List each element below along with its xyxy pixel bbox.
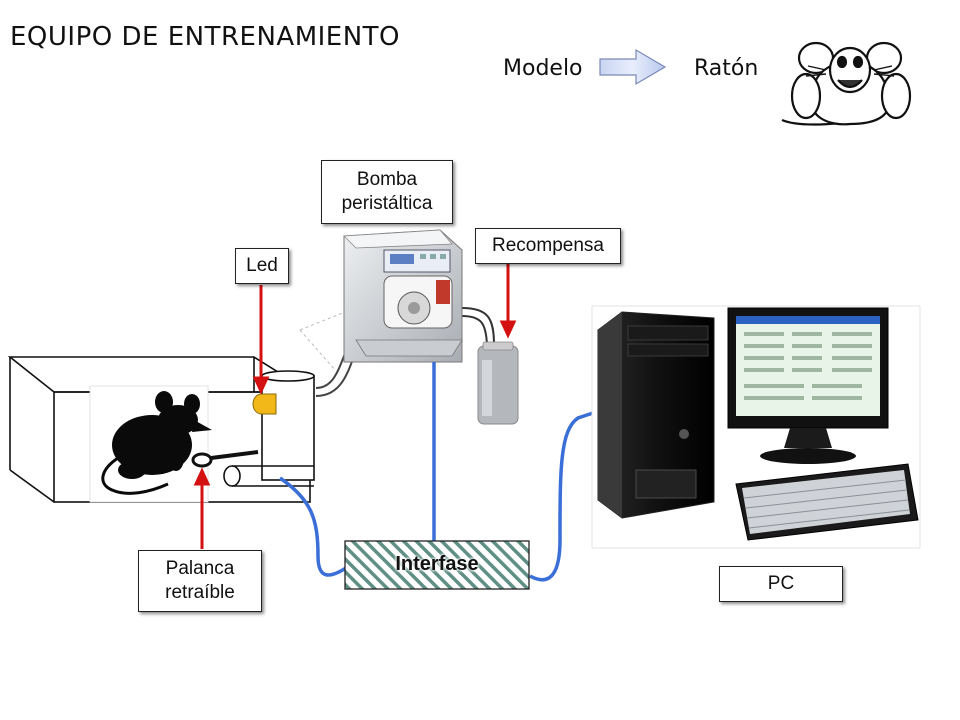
pump-label-box: Bomba peristáltica: [321, 160, 453, 224]
led-light: [252, 393, 277, 415]
peristaltic-pump-icon: [343, 229, 463, 363]
pc-label-box: PC: [719, 566, 843, 602]
page-title: EQUIPO DE ENTRENAMIENTO: [10, 22, 401, 52]
lever-label: Palanca retraíble: [165, 558, 235, 603]
reward-label: Recompensa: [492, 235, 604, 257]
pc-label: PC: [767, 573, 795, 595]
led-arrow-head: [252, 376, 270, 395]
monitor-icon: [727, 307, 889, 464]
pump-label: Bomba peristáltica: [341, 169, 433, 214]
computer-tower-icon: [597, 311, 715, 519]
interface-cables: [279, 362, 597, 582]
feeder-tube: [223, 370, 315, 487]
rat-silhouette-icon: [101, 391, 212, 495]
led-label-box: Led: [235, 248, 289, 284]
cartoon-rat-icon: [781, 41, 912, 126]
lever-arrow-head: [193, 467, 211, 486]
reward-arrow-head: [499, 320, 517, 339]
lever-label-box: Palanca retraíble: [138, 550, 262, 612]
led-label: Led: [246, 255, 278, 277]
reward-label-box: Recompensa: [475, 228, 621, 264]
lever: [191, 450, 259, 468]
arrow-right-icon: [599, 48, 667, 86]
rat-label: Ratón: [694, 56, 759, 81]
interface-box: [344, 540, 530, 590]
interface-label: Interfase: [395, 553, 479, 575]
bottle-icon: [477, 341, 519, 425]
model-label: Modelo: [503, 56, 583, 81]
keyboard-icon: [735, 463, 919, 541]
